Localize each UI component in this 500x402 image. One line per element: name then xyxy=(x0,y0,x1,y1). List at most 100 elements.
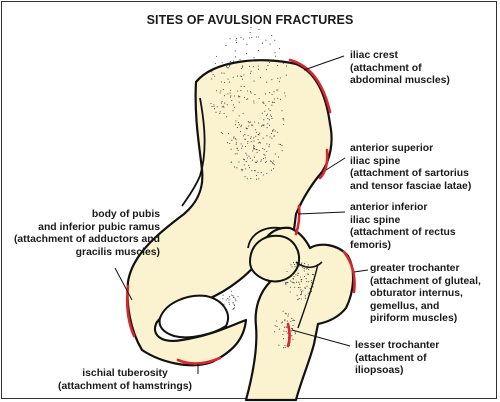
stipple-dot xyxy=(232,60,234,62)
stipple-dot xyxy=(235,124,237,126)
stipple-dot xyxy=(235,142,237,144)
stipple-dot xyxy=(266,172,268,175)
stipple-dot xyxy=(223,95,226,97)
stipple-dot xyxy=(253,147,255,149)
stipple-dot xyxy=(231,139,233,141)
iliac-crest-highlight xyxy=(288,58,332,114)
stipple-dot xyxy=(300,276,302,278)
stipple-dot xyxy=(294,333,297,335)
stipple-dot xyxy=(250,136,252,138)
stipple-dot xyxy=(275,320,277,322)
stipple-dot xyxy=(293,275,295,278)
label-iliac-crest: iliac crest (attachment of abdominal mus… xyxy=(350,50,450,88)
stipple-dot xyxy=(244,134,246,136)
stipple-dot xyxy=(294,331,296,333)
stipple-dot xyxy=(284,344,286,346)
stipple-dot xyxy=(221,62,223,64)
stipple-dot xyxy=(284,320,286,322)
stipple-dot xyxy=(292,281,294,283)
stipple-dot xyxy=(232,302,234,304)
stipple-dot xyxy=(308,266,311,268)
stipple-dot xyxy=(303,267,305,269)
stipple-dot xyxy=(240,124,242,126)
stipple-dot xyxy=(285,330,287,333)
stipple-dot xyxy=(222,294,224,296)
stipple-dot xyxy=(282,310,284,312)
label-iliac-crest-line1: iliac crest xyxy=(350,50,398,61)
stipple-dot xyxy=(237,122,239,124)
stipple-dot xyxy=(272,130,274,132)
stipple-dot xyxy=(303,275,305,278)
stipple-dot xyxy=(257,36,259,38)
stipple-dot xyxy=(247,140,249,143)
label-pubis-line4: gracilis muscles) xyxy=(75,246,160,258)
stipple-dot xyxy=(257,138,259,141)
stipple-dot xyxy=(261,159,263,161)
stipple-dot xyxy=(293,262,295,264)
stipple-dot xyxy=(250,92,252,94)
stipple-dot xyxy=(242,135,244,137)
stipple-dot xyxy=(252,150,254,152)
stipple-dot xyxy=(251,159,253,161)
stipple-dot xyxy=(245,161,247,163)
stipple-dot xyxy=(253,100,255,102)
stipple-dot xyxy=(240,68,243,70)
stipple-dot xyxy=(230,290,232,292)
stipple-dot xyxy=(309,287,311,290)
stipple-dot xyxy=(268,119,270,121)
stipple-dot xyxy=(276,89,278,91)
stipple-dot xyxy=(281,150,283,152)
stipple-dot xyxy=(263,124,265,126)
stipple-dot xyxy=(272,129,274,131)
stipple-dot xyxy=(307,273,309,275)
aiis-highlight xyxy=(294,204,301,236)
stipple-dot xyxy=(244,139,246,141)
stipple-dot xyxy=(272,168,275,170)
stipple-dot xyxy=(242,112,244,114)
stipple-dot xyxy=(289,275,291,277)
stipple-dot xyxy=(249,157,251,159)
stipple-dot xyxy=(250,178,252,180)
stipple-dot xyxy=(261,42,263,44)
label-greater-trochanter-line1: greater trochanter xyxy=(370,263,460,274)
stipple-dot xyxy=(274,331,276,333)
stipple-dot xyxy=(242,38,244,40)
stipple-dot xyxy=(263,125,265,127)
stipple-dot xyxy=(234,298,236,300)
stipple-dot xyxy=(266,143,268,145)
stipple-dot xyxy=(294,272,296,274)
stipple-dot xyxy=(258,28,260,31)
stipple-dot xyxy=(299,287,301,289)
stipple-dot xyxy=(254,129,256,131)
stipple-dot xyxy=(290,320,292,322)
stipple-dot xyxy=(258,122,260,124)
asis-highlight xyxy=(318,148,329,180)
stipple-dot xyxy=(291,266,293,268)
stipple-dot xyxy=(264,110,266,112)
stipple-dot xyxy=(284,346,286,348)
stipple-dot xyxy=(256,160,258,162)
stipple-dot xyxy=(264,93,267,95)
stipple-dot xyxy=(264,154,266,156)
stipple-dot xyxy=(273,101,276,103)
stipple-dot xyxy=(285,277,287,279)
stipple-dot xyxy=(235,143,237,145)
stipple-dot xyxy=(235,39,237,41)
label-pubis-line2: and inferior pubic ramus xyxy=(38,221,160,233)
stipple-dot xyxy=(235,120,237,122)
stipple-dot xyxy=(236,148,238,150)
stipple-dot xyxy=(283,338,285,340)
label-asis: anterior superior iliac spine (attachmen… xyxy=(350,143,471,193)
femoral-neck-line xyxy=(295,261,323,269)
stipple-dot xyxy=(286,270,288,273)
stipple-dot xyxy=(257,65,259,67)
stipple-dot xyxy=(277,156,280,158)
stipple-dot xyxy=(236,75,239,77)
stipple-dot xyxy=(265,115,267,117)
stipple-dot xyxy=(248,155,250,157)
stipple-dot xyxy=(213,75,216,77)
stipple-dot xyxy=(216,106,218,108)
label-ischial-tuberosity-line2: (attachment of hamstrings) xyxy=(58,380,192,392)
stipple-dot xyxy=(242,169,244,171)
stipple-dot xyxy=(287,315,289,317)
